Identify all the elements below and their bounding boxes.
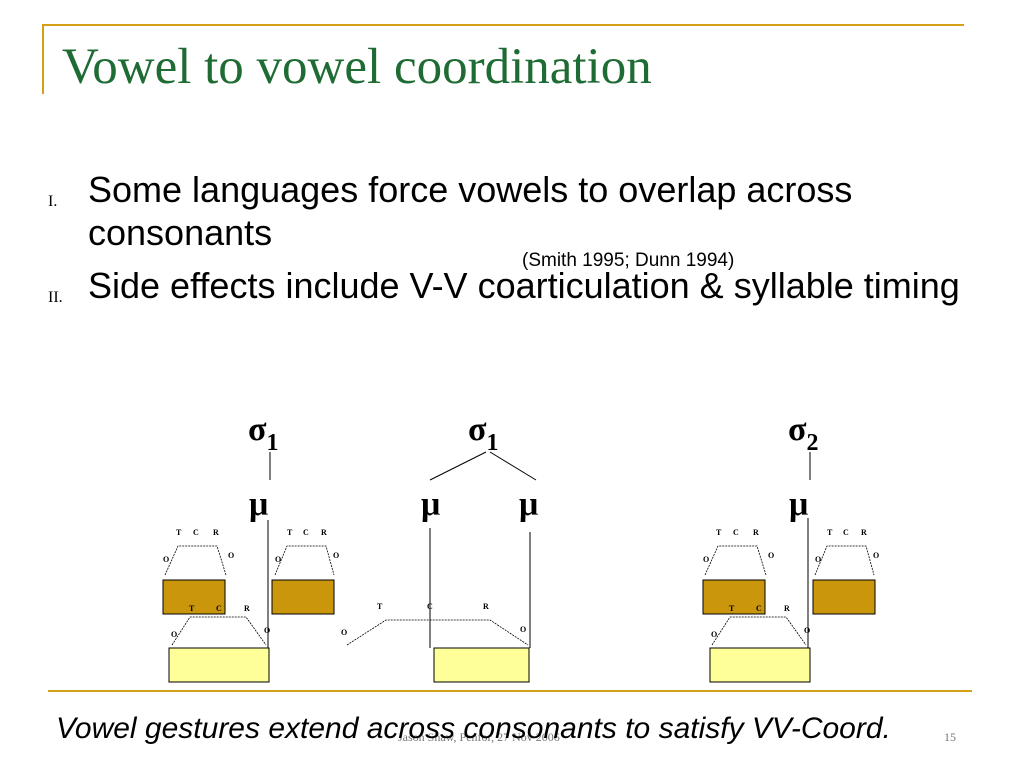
svg-text:O: O xyxy=(341,628,347,637)
svg-text:O: O xyxy=(815,555,821,564)
vowel-gesture-box xyxy=(709,647,811,683)
svg-text:O: O xyxy=(520,625,526,634)
bullet-item: I. Some languages force vowels to overla… xyxy=(48,168,1024,271)
bullet-list: I. Some languages force vowels to overla… xyxy=(48,168,1024,317)
tree-branch xyxy=(429,451,487,481)
svg-text:R: R xyxy=(784,604,790,613)
svg-text:R: R xyxy=(753,528,759,537)
svg-text:C: C xyxy=(193,528,199,537)
sigma-label: σ1 xyxy=(248,411,279,456)
slide-title: Vowel to vowel coordination xyxy=(62,39,652,95)
svg-text:O: O xyxy=(711,630,717,639)
svg-text:C: C xyxy=(427,602,433,611)
svg-text:T: T xyxy=(176,528,182,537)
svg-text:O: O xyxy=(264,626,270,635)
svg-text:C: C xyxy=(756,604,762,613)
citation: (Smith 1995; Dunn 1994) xyxy=(522,250,735,271)
left-frame-line xyxy=(42,24,44,94)
consonant-gesture-box xyxy=(812,579,876,615)
slide-caption: Vowel gestures extend across consonants … xyxy=(56,712,891,745)
svg-text:O: O xyxy=(228,551,234,560)
svg-text:O: O xyxy=(163,555,169,564)
consonant-gesture-box xyxy=(162,579,226,615)
page-number: 15 xyxy=(944,730,956,744)
svg-text:C: C xyxy=(303,528,309,537)
sigma-label: σ2 xyxy=(788,411,819,456)
svg-text:O: O xyxy=(333,551,339,560)
svg-text:O: O xyxy=(275,555,281,564)
svg-text:T: T xyxy=(827,528,833,537)
consonant-gesture-box xyxy=(702,579,766,615)
consonant-gesture-box xyxy=(271,579,335,615)
svg-text:C: C xyxy=(733,528,739,537)
gesture-group-left: T C R O O T C R O O T C R O O xyxy=(162,528,339,683)
bottom-frame-line xyxy=(48,690,972,692)
svg-text:R: R xyxy=(213,528,219,537)
svg-text:O: O xyxy=(703,555,709,564)
sigma-label: σ1 xyxy=(468,411,499,456)
svg-text:O: O xyxy=(171,630,177,639)
mu-label: μ xyxy=(789,486,808,523)
svg-text:O: O xyxy=(804,626,810,635)
tree-branch xyxy=(489,451,537,481)
svg-text:T: T xyxy=(287,528,293,537)
bullet-text: Some languages force vowels to overlap a… xyxy=(88,169,853,253)
vowel-gesture-box xyxy=(433,647,530,683)
mu-label: μ xyxy=(519,486,538,523)
svg-text:T: T xyxy=(729,604,735,613)
bullet-item: II. Side effects include V-V coarticulat… xyxy=(48,264,1024,307)
svg-text:C: C xyxy=(843,528,849,537)
bullet-marker: I. xyxy=(48,193,58,210)
mu-label: μ xyxy=(421,486,440,523)
gesture-group-right: T C R O O T C R O O T C R O O xyxy=(702,528,879,683)
svg-text:C: C xyxy=(216,604,222,613)
top-frame-line xyxy=(42,24,964,26)
mu-label: μ xyxy=(249,486,268,523)
bullet-text: Side effects include V-V coarticulation … xyxy=(88,265,960,306)
gesture-group-middle: T C R O O xyxy=(341,602,530,683)
bullet-marker: II. xyxy=(48,289,63,306)
slide-footer: Jason Shaw, Penfor, 27 Nov 2006 xyxy=(398,730,560,744)
svg-text:R: R xyxy=(861,528,867,537)
svg-text:T: T xyxy=(377,602,383,611)
vowel-gesture-box xyxy=(168,647,270,683)
svg-text:O: O xyxy=(873,551,879,560)
svg-text:R: R xyxy=(321,528,327,537)
svg-text:R: R xyxy=(483,602,489,611)
svg-text:T: T xyxy=(716,528,722,537)
svg-text:O: O xyxy=(768,551,774,560)
svg-text:T: T xyxy=(189,604,195,613)
svg-text:R: R xyxy=(244,604,250,613)
